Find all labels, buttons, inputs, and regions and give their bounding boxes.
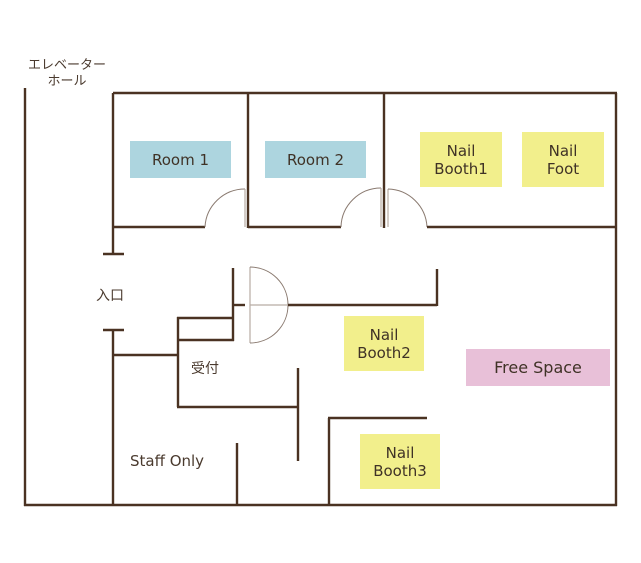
nail-room-door-arc: [387, 188, 428, 228]
elevator-hall-line1: エレベーター: [28, 58, 107, 73]
nail-booth3-line2: Booth3: [373, 461, 427, 480]
elevator-hall-line2: ホール: [47, 74, 87, 89]
nail-booth1-line2: Booth1: [434, 159, 488, 178]
nail-foot-line2: Foot: [546, 159, 580, 178]
nail-booth1-line1: Nail: [446, 141, 476, 160]
nail-booth3-line1: Nail: [385, 443, 415, 462]
room2-door-arc: [340, 187, 382, 228]
nail-booth3-box: Nail Booth3: [360, 434, 440, 489]
nail-booth2-box: Nail Booth2: [344, 316, 424, 371]
nail-foot-box: Nail Foot: [522, 132, 604, 187]
reception-label: 受付: [191, 361, 219, 377]
staff-only-label: Staff Only: [130, 452, 205, 470]
nail-booth1-box: Nail Booth1: [420, 132, 502, 187]
nail-booth2-line2: Booth2: [357, 343, 411, 362]
room1-box: Room 1: [130, 141, 231, 178]
nail-booth2-line1: Nail: [369, 325, 399, 344]
nail-foot-line1: Nail: [548, 141, 578, 160]
elevator-hall-label: エレベーター ホール: [28, 58, 106, 90]
room2-box: Room 2: [265, 141, 366, 178]
room1-door-arc: [204, 188, 246, 228]
entrance-label: 入口: [96, 288, 124, 304]
free-space-box: Free Space: [466, 349, 610, 386]
